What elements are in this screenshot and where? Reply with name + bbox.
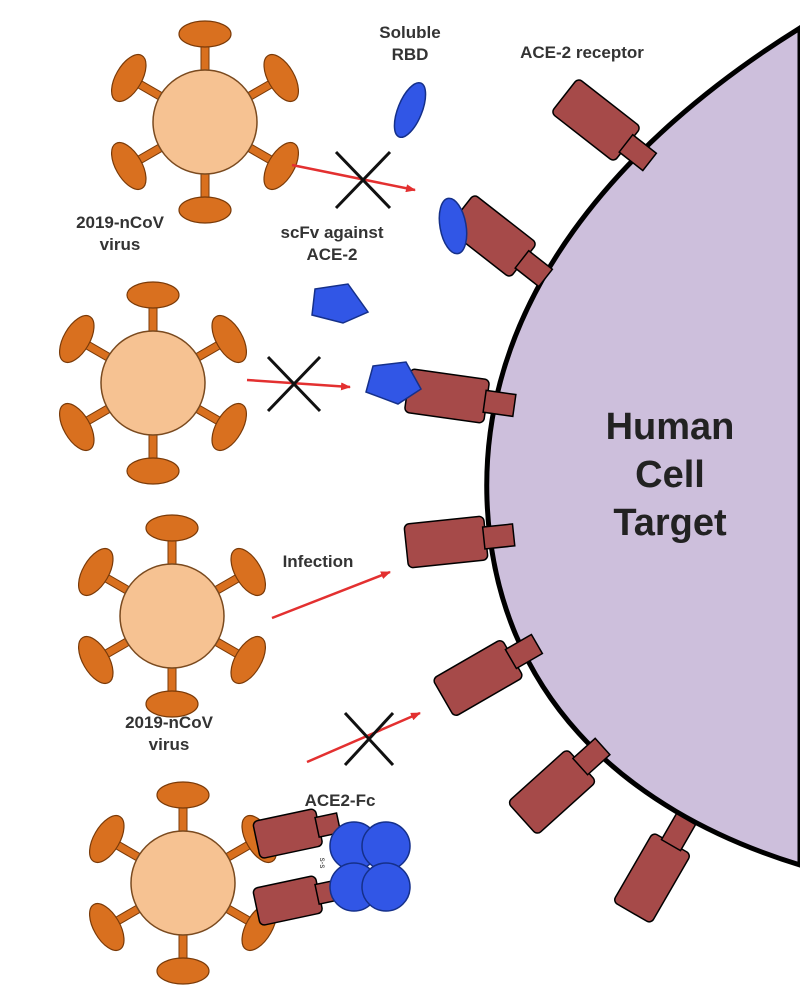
virus-spike (247, 141, 300, 191)
virus-spike (156, 934, 210, 985)
virus-spike (77, 635, 130, 685)
scfv-bound (365, 361, 422, 405)
virus-spike (77, 547, 130, 597)
label-virus-top: 2019-nCoV virus (55, 212, 185, 256)
label-scfv: scFv against ACE-2 (262, 222, 402, 266)
virus-spike (214, 635, 267, 685)
label-soluble-rbd-line1: Soluble (379, 23, 441, 42)
block-cross-2 (266, 355, 322, 413)
virus-spike (214, 547, 267, 597)
label-cell-line3: Target (613, 502, 727, 544)
ace2-receptor-7 (614, 812, 697, 923)
label-soluble-rbd: Soluble RBD (360, 22, 460, 66)
label-ace2-fc: ACE2-Fc (304, 791, 376, 810)
arrow-infection (271, 570, 391, 620)
virus-spike (88, 902, 141, 952)
soluble-rbd-bound (438, 197, 468, 255)
virus-spike (145, 514, 199, 565)
virus-spike (156, 781, 210, 832)
label-virus-bottom-line2: virus (148, 735, 190, 754)
scfv-free (311, 283, 370, 324)
virus-spike (88, 814, 141, 864)
label-scfv-line2: ACE-2 (306, 245, 358, 264)
virus-spike (126, 434, 180, 485)
virus-spike (126, 281, 180, 332)
virus-top (110, 20, 300, 224)
label-virus-bottom-line1: 2019-nCoV (125, 713, 213, 732)
virus-body (119, 563, 225, 669)
arrow-ace2-fc (306, 711, 421, 764)
ace2-receptor-5 (433, 633, 544, 716)
ace2-receptor-4 (403, 515, 516, 569)
virus-second (58, 281, 248, 485)
virus-bottom (88, 781, 278, 985)
virus-third (77, 514, 267, 718)
label-disulfide: s-s (318, 857, 327, 869)
label-soluble-rbd-line2: RBD (391, 45, 429, 64)
ace2-receptor-1 (552, 79, 658, 172)
ace2-fc-construct (252, 808, 411, 926)
label-cell-line2: Cell (635, 454, 705, 496)
block-cross-3 (343, 711, 395, 767)
virus-body (130, 830, 236, 936)
virus-spike (178, 20, 232, 71)
label-ace2-receptor: ACE-2 receptor (520, 43, 644, 62)
label-virus-bottom: 2019-nCoV virus (104, 712, 234, 756)
label-infection: Infection (282, 552, 354, 571)
virus-spike (58, 314, 111, 364)
label-virus-top-line2: virus (99, 235, 141, 254)
virus-spike (110, 141, 163, 191)
ace2-receptor-6 (508, 737, 611, 834)
label-virus-top-line1: 2019-nCoV (76, 213, 164, 232)
virus-spike (145, 667, 199, 718)
arrows (246, 163, 421, 764)
virus-body (152, 69, 258, 175)
ace2-receptor-2 (448, 195, 554, 288)
virus-body (100, 330, 206, 436)
label-cell-line1: Human (605, 406, 735, 448)
ace2-fc-receptor-bottom (252, 875, 323, 926)
ace2-receptors (403, 79, 697, 923)
arrow-scfv (246, 378, 351, 391)
soluble-rbd-free (393, 81, 427, 139)
arrow-soluble-rbd (291, 163, 416, 193)
ace2-fc-receptor-top (252, 808, 323, 859)
virus-spike (195, 402, 248, 452)
block-cross-1 (334, 150, 392, 210)
virus-spike (195, 314, 248, 364)
label-scfv-line1: scFv against (280, 223, 384, 242)
virus-spike (58, 402, 111, 452)
virus-spike (178, 173, 232, 224)
label-human-cell-target: Human Cell Target (570, 403, 770, 547)
fc-domain-4 (361, 862, 411, 912)
block-marks (266, 150, 395, 767)
